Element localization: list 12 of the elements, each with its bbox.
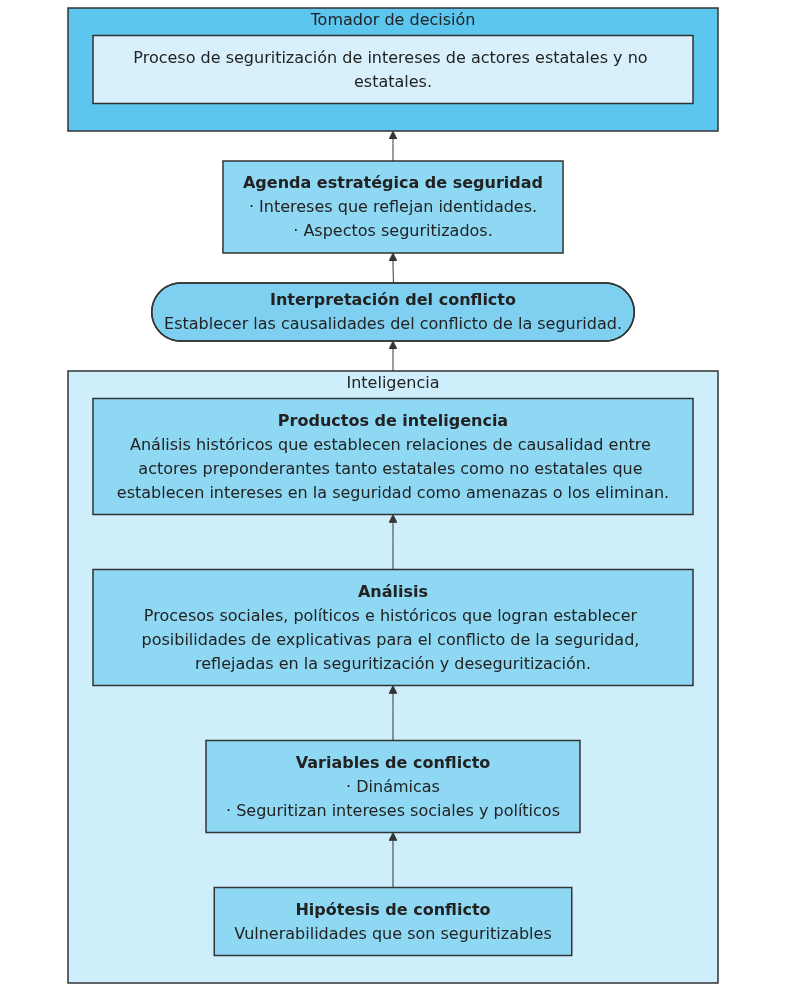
node-box: Agenda estratégica de seguridad · Intereses que reflejan identidades. · Aspectos seguritizados.	[222, 160, 564, 254]
arrow	[388, 685, 398, 741]
arrow	[388, 514, 398, 570]
node-box: Hipótesis de conflicto Vulnerabilidades que son seguritizables	[213, 886, 573, 957]
node-box: Proceso de seguritización de intereses de actores estatales y no estatales.	[92, 34, 694, 105]
node-box: Análisis Procesos sociales, políticos e históricos que logran establecer posibilidades de explicativas para el conflicto de la seguridad, reflejadas en la seguritización y deseguritización.	[92, 568, 694, 687]
arrow	[388, 252, 398, 284]
arrow	[388, 340, 398, 372]
node-box: Productos de inteligencia Análisis históricos que establecen relaciones de causalidad entre actores preponderantes tanto estatales como no estatales que establecen intereses en la seguridad como amenazas o los eliminan.	[92, 397, 694, 516]
node-box: Variables de conflicto · Dinámicas · Seguritizan intereses sociales y políticos	[205, 739, 581, 834]
arrow	[388, 832, 398, 888]
arrow	[388, 130, 398, 162]
